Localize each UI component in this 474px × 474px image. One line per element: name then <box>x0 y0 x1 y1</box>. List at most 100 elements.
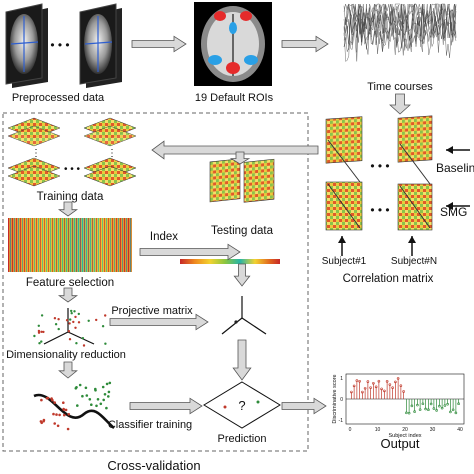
dr-point <box>68 322 71 325</box>
baseline-label: Baseline <box>436 161 474 175</box>
class-a-point <box>67 413 71 416</box>
output-marker <box>446 402 449 406</box>
dr-point <box>54 323 58 326</box>
dr-point <box>57 318 60 321</box>
output-label: Output <box>380 436 419 451</box>
flow-arrows <box>57 35 470 415</box>
roi-blob <box>229 22 237 34</box>
arrow-classifier-prediction <box>129 397 203 415</box>
class-b-point <box>88 398 92 401</box>
dr-point <box>95 318 98 322</box>
arrow-index <box>139 243 241 261</box>
dr-point <box>68 338 72 341</box>
output-marker <box>388 383 392 386</box>
svg-text:• • •: • • • <box>64 164 81 175</box>
class-a-point <box>46 396 50 400</box>
output-marker <box>432 407 436 410</box>
output-xtick: 0 <box>349 427 352 433</box>
output-marker <box>366 380 370 383</box>
arrow-to-output <box>281 397 327 415</box>
testing-data-matrices <box>209 158 275 203</box>
dimensionality-scatter <box>33 308 107 347</box>
dr-point <box>40 340 43 343</box>
output-marker <box>440 406 444 410</box>
class-b-point <box>103 393 107 396</box>
classifier-scatter <box>33 381 115 431</box>
time-courses-plot <box>343 3 457 62</box>
output-marker <box>435 409 438 412</box>
dr-point <box>87 319 90 322</box>
training-data-label: Training data <box>37 191 104 203</box>
class-b-point <box>101 385 105 389</box>
class-b-point <box>94 387 97 391</box>
output-marker <box>438 404 441 408</box>
class-a-point <box>53 422 56 425</box>
class-a-point <box>52 412 55 416</box>
rois-label: 19 Default ROIs <box>195 92 274 104</box>
subject-n-label: Subject#N <box>391 256 437 267</box>
output-marker <box>457 402 460 406</box>
dr-point <box>67 330 71 333</box>
dr-point <box>73 310 76 313</box>
roi-blob <box>208 55 222 65</box>
output-marker <box>410 404 414 408</box>
class-b-point <box>96 398 100 401</box>
class-b-point <box>107 395 110 398</box>
dr-point <box>38 342 41 345</box>
output-xlabel: Subject index <box>388 433 421 439</box>
preprocessed-volume-1 <box>5 3 48 88</box>
corr-matrix-baseline-n <box>397 115 433 185</box>
output-marker <box>443 404 447 407</box>
dr-point <box>74 326 77 329</box>
feature-selection-label: Feature selection <box>26 277 114 289</box>
time-course-line <box>343 3 457 48</box>
dr-point <box>33 334 36 338</box>
dr-point <box>77 321 81 324</box>
output-marker <box>405 411 408 415</box>
output-marker <box>416 403 419 407</box>
roi-blob <box>226 62 240 74</box>
dr-point <box>40 314 44 317</box>
dr-point <box>40 330 43 333</box>
arrow-to-testing <box>229 151 251 165</box>
arrow-to-feature <box>57 201 79 217</box>
class-a-point <box>55 413 58 416</box>
prediction-label: Prediction <box>218 433 267 445</box>
output-marker <box>418 408 422 411</box>
dimensionality-reduction-label: Dimensionality reduction <box>6 349 126 361</box>
preprocessed-data-label: Preprocessed data <box>12 92 105 104</box>
output-marker <box>372 381 375 385</box>
output-marker <box>402 390 405 393</box>
corr-matrix-smg-1 <box>325 181 363 231</box>
question-mark: ? <box>238 398 245 413</box>
ellipsis-baseline: • • • <box>370 159 389 173</box>
correlation-matrix-label: Correlation matrix <box>343 273 434 285</box>
class-a-point <box>40 398 43 402</box>
smg-label: SMG <box>440 205 467 219</box>
brain-roi-image <box>194 2 272 86</box>
output-marker <box>451 408 455 412</box>
output-marker <box>391 386 394 389</box>
output-xtick: 40 <box>457 427 463 433</box>
output-ylabel: Discriminative score <box>332 374 338 423</box>
arrow-to-rois <box>131 35 187 53</box>
dr-point <box>65 319 69 322</box>
class-a-point <box>42 419 45 423</box>
dr-point <box>81 337 85 340</box>
class-b-point <box>85 394 89 397</box>
dr-point <box>77 312 81 316</box>
output-marker <box>383 389 386 393</box>
dr-point <box>101 325 105 328</box>
class-b-point <box>95 404 98 408</box>
class-b-point <box>99 402 103 406</box>
class-b-point <box>105 382 109 386</box>
output-marker <box>454 411 458 415</box>
arrow-to-projection <box>233 263 251 287</box>
dr-point <box>70 309 73 313</box>
output-marker <box>385 380 389 383</box>
output-marker <box>424 407 427 411</box>
svg-text:⋮: ⋮ <box>31 148 41 159</box>
arrow-to-training <box>151 140 319 160</box>
